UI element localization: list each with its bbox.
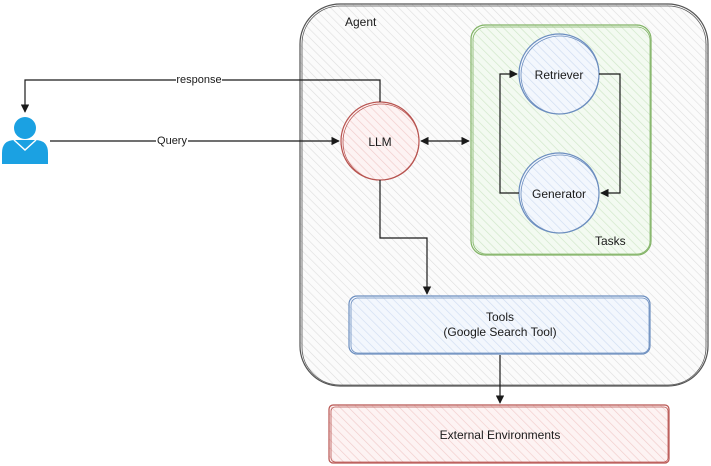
edge-query-label: Query [157, 135, 187, 147]
edge-llm-to-tools [379, 180, 432, 295]
edge-retriever-to-generator [599, 73, 621, 198]
retriever-node: Retriever [518, 33, 600, 115]
generator-label: Generator [532, 187, 586, 201]
tools-subtitle: (Google Search Tool) [443, 325, 556, 339]
user-icon[interactable] [2, 117, 48, 164]
tools-title: Tools [486, 310, 514, 324]
llm-label: LLM [368, 135, 391, 149]
retriever-label: Retriever [535, 68, 584, 82]
external-environments-box: External Environments [328, 404, 670, 464]
edge-generator-to-retriever [499, 69, 519, 194]
agent-label: Agent [345, 15, 377, 29]
generator-node: Generator [518, 152, 600, 234]
edge-response-label: response [176, 74, 221, 86]
llm-node: LLM [340, 101, 420, 181]
external-label: External Environments [440, 428, 561, 442]
tools-box: Tools (Google Search Tool) [348, 295, 651, 355]
tasks-label: Tasks [595, 234, 626, 248]
tasks-container: Tasks [470, 24, 652, 256]
